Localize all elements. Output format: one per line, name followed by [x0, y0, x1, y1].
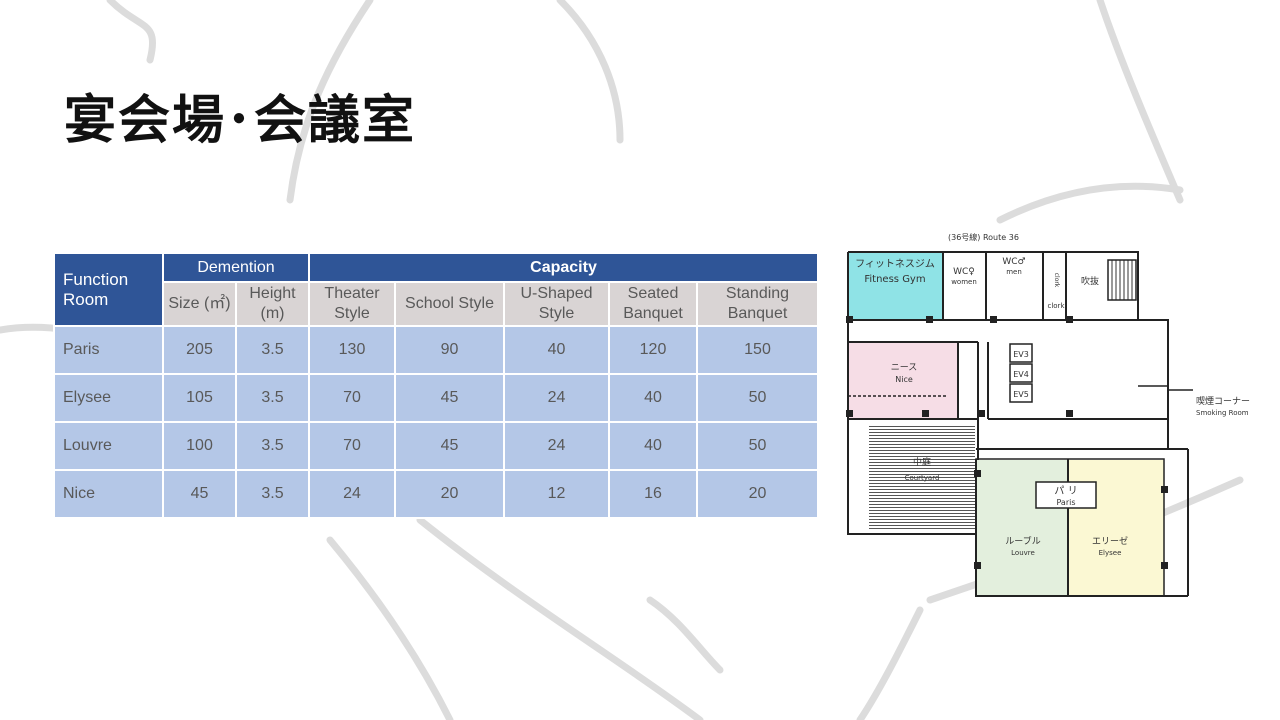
louvre-label-jp: ルーブル — [1005, 535, 1040, 547]
school-cell: 20 — [394, 469, 505, 519]
standing-cell: 50 — [696, 373, 819, 423]
route-label: (36号線) Route 36 — [948, 232, 1019, 242]
courtyard-label-en: Courtyard — [905, 474, 940, 482]
theater-cell: 70 — [308, 421, 396, 471]
men-label: men — [1006, 268, 1022, 276]
table-row: Nice 45 3.5 24 20 12 16 20 — [53, 469, 819, 519]
clork-label: clork — [1053, 273, 1060, 288]
paris-label-jp: パ リ — [1054, 485, 1077, 497]
fitness-label-jp: フィットネスジム — [855, 258, 935, 270]
capacity-table: Function Room Demention Capacity Size (㎡… — [53, 252, 819, 519]
louvre-label-en: Louvre — [1011, 549, 1035, 557]
smoking-label-jp: 喫煙コーナー — [1196, 395, 1250, 407]
wc-women-label: WC♀ — [953, 267, 975, 277]
size-cell: 205 — [162, 325, 237, 375]
fukinuke-label: 吹抜 — [1081, 275, 1099, 287]
theater-cell: 70 — [308, 373, 396, 423]
floor-plan: (36号線) Route 36 — [846, 232, 1250, 597]
header-function-room: Function Room — [53, 252, 164, 327]
school-cell: 90 — [394, 325, 505, 375]
header-standing: Standing Banquet — [696, 281, 819, 327]
ushaped-cell: 24 — [503, 373, 610, 423]
ushaped-cell: 24 — [503, 421, 610, 471]
seated-cell: 40 — [608, 373, 698, 423]
header-capacity: Capacity — [308, 252, 819, 283]
school-cell: 45 — [394, 373, 505, 423]
height-cell: 3.5 — [235, 469, 310, 519]
room-name: Elysee — [53, 373, 164, 423]
size-cell: 45 — [162, 469, 237, 519]
standing-cell: 50 — [696, 421, 819, 471]
paris-label-en: Paris — [1056, 498, 1075, 507]
seated-cell: 40 — [608, 421, 698, 471]
room-name: Paris — [53, 325, 164, 375]
header-height: Height (m) — [235, 281, 310, 327]
elysee-label-en: Elysee — [1099, 549, 1122, 557]
header-seated: Seated Banquet — [608, 281, 698, 327]
header-size: Size (㎡) — [162, 281, 237, 327]
table-row: Elysee 105 3.5 70 45 24 40 50 — [53, 373, 819, 423]
wc-men-label: WC♂ — [1002, 257, 1025, 267]
height-cell: 3.5 — [235, 373, 310, 423]
room-name: Nice — [53, 469, 164, 519]
women-label: women — [951, 278, 977, 286]
ev4-label: EV4 — [1013, 370, 1029, 379]
seated-cell: 16 — [608, 469, 698, 519]
header-school: School Style — [394, 281, 505, 327]
header-dimension: Demention — [162, 252, 310, 283]
nice-label-jp: ニース — [891, 363, 918, 373]
theater-cell: 24 — [308, 469, 396, 519]
theater-cell: 130 — [308, 325, 396, 375]
standing-cell: 20 — [696, 469, 819, 519]
clork-label: clork — [1047, 302, 1065, 310]
table-row: Louvre 100 3.5 70 45 24 40 50 — [53, 421, 819, 471]
school-cell: 45 — [394, 421, 505, 471]
table-row: Paris 205 3.5 130 90 40 120 150 — [53, 325, 819, 375]
courtyard-label-jp: 中庭 — [913, 456, 931, 468]
size-cell: 100 — [162, 421, 237, 471]
height-cell: 3.5 — [235, 325, 310, 375]
fitness-label-en: Fitness Gym — [864, 274, 925, 285]
size-cell: 105 — [162, 373, 237, 423]
smoking-label-en: Smoking Room — [1196, 409, 1249, 417]
height-cell: 3.5 — [235, 421, 310, 471]
header-theater: Theater Style — [308, 281, 396, 327]
room-name: Louvre — [53, 421, 164, 471]
standing-cell: 150 — [696, 325, 819, 375]
ushaped-cell: 12 — [503, 469, 610, 519]
ev5-label: EV5 — [1013, 390, 1029, 399]
ushaped-cell: 40 — [503, 325, 610, 375]
page-title: 宴会場･会議室 — [64, 91, 417, 151]
header-ushaped: U-Shaped Style — [503, 281, 610, 327]
seated-cell: 120 — [608, 325, 698, 375]
ev3-label: EV3 — [1013, 350, 1029, 359]
elysee-label-jp: エリーゼ — [1092, 535, 1128, 547]
nice-label-en: Nice — [895, 375, 913, 384]
